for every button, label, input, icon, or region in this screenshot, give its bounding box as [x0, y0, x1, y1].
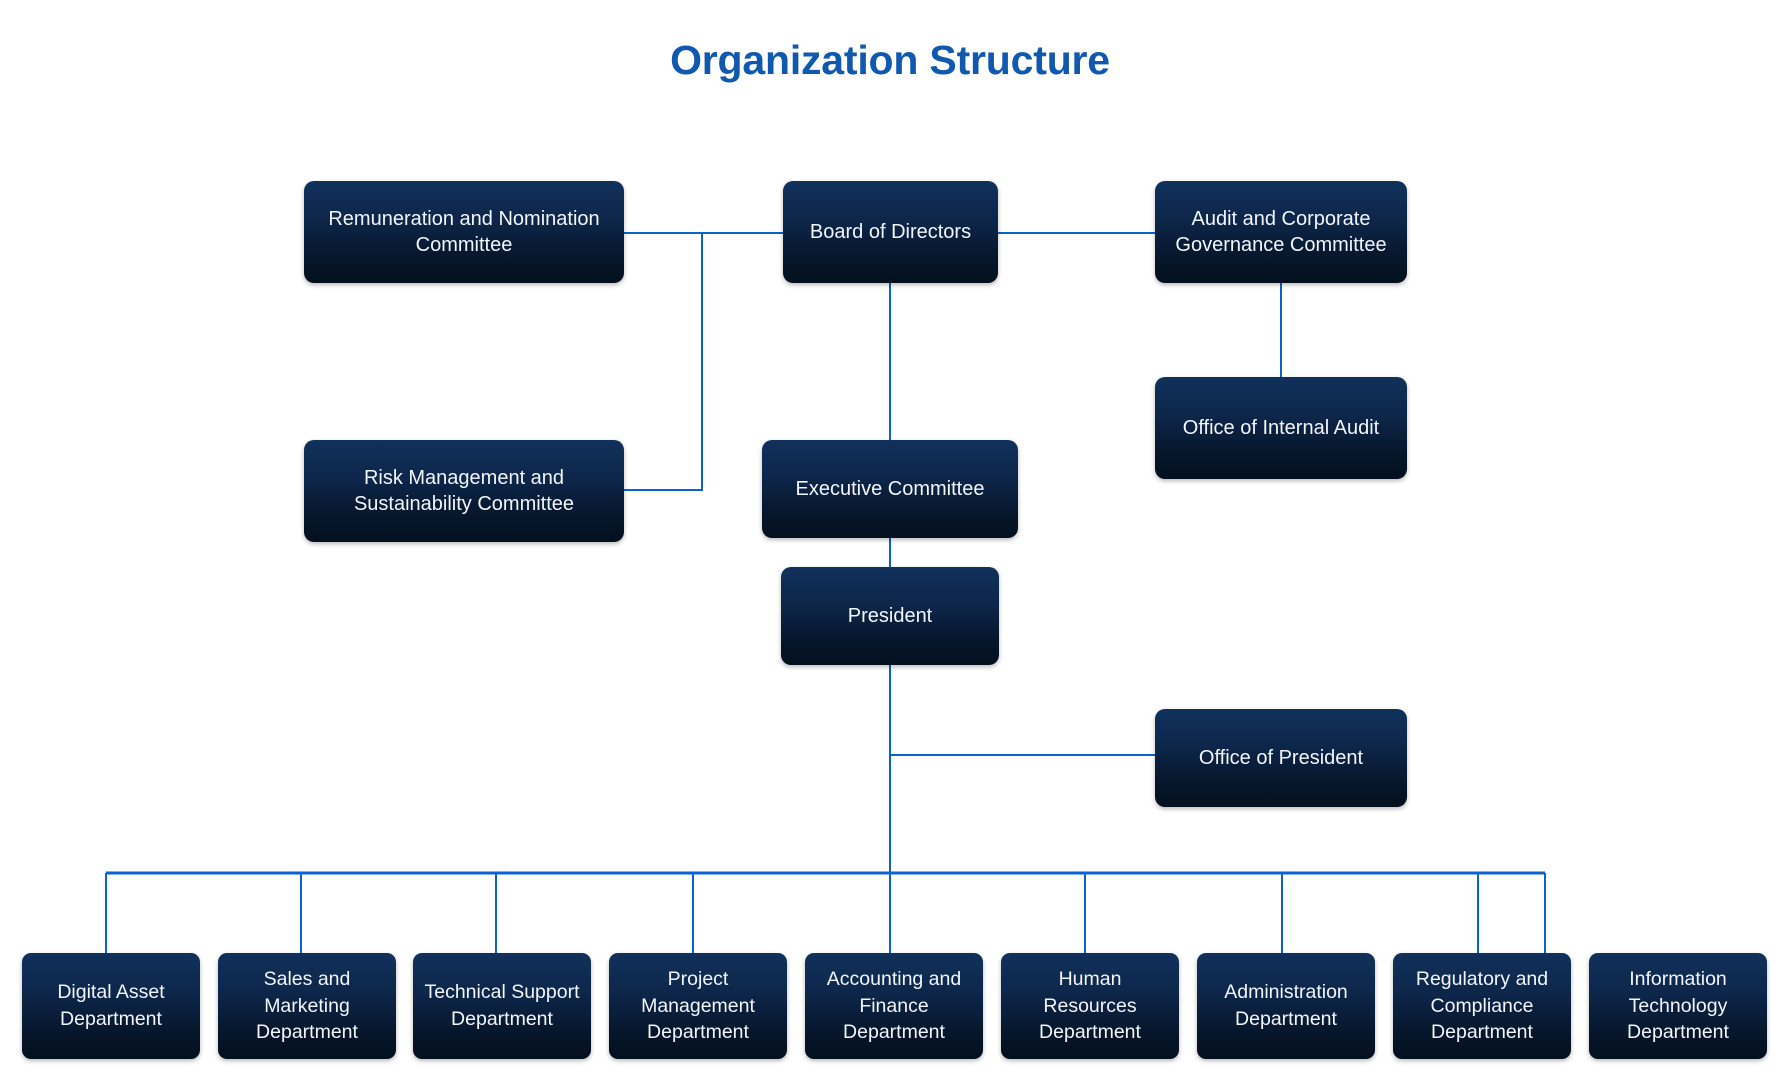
node-label: Administration Department [1224, 981, 1348, 1030]
node-office-internal-audit[interactable]: Office of Internal Audit [1155, 377, 1407, 479]
node-audit-committee[interactable]: Audit and Corporate Governance Committee [1155, 181, 1407, 283]
node-department-human-resources[interactable]: Human Resources Department [1001, 953, 1179, 1059]
node-department-sales-marketing[interactable]: Sales and Marketing Department [218, 953, 396, 1059]
node-department-regulatory-compliance[interactable]: Regulatory and Compliance Department [1393, 953, 1571, 1059]
node-label: Regulatory and Compliance Department [1415, 967, 1549, 1044]
node-label: Technical Support Department [424, 981, 580, 1030]
node-executive-committee[interactable]: Executive Committee [762, 440, 1018, 538]
node-department-information-technology[interactable]: Information Technology Department [1589, 953, 1767, 1059]
node-board-of-directors[interactable]: Board of Directors [783, 181, 998, 283]
node-label: Digital Asset Department [57, 981, 165, 1030]
node-department-accounting-finance[interactable]: Accounting and Finance Department [805, 953, 983, 1059]
node-label: Project Management Department [641, 967, 755, 1044]
node-label: Accounting and Finance Department [826, 967, 962, 1044]
node-label: Board of Directors [809, 220, 972, 243]
node-label: Human Resources Department [1039, 967, 1141, 1044]
node-department-digital-asset[interactable]: Digital Asset Department [22, 953, 200, 1059]
node-department-project-management[interactable]: Project Management Department [609, 953, 787, 1059]
node-label: Remuneration and Nomination Committee [328, 207, 600, 256]
node-label: Office of President [1198, 746, 1364, 769]
node-department-administration[interactable]: Administration Department [1197, 953, 1375, 1059]
node-label: President [847, 604, 933, 627]
node-label: Executive Committee [795, 477, 985, 500]
node-label: Audit and Corporate Governance Committee [1175, 207, 1387, 256]
node-label: Risk Management and Sustainability Commi… [353, 466, 575, 515]
node-label: Office of Internal Audit [1182, 416, 1380, 439]
node-risk-committee[interactable]: Risk Management and Sustainability Commi… [304, 440, 624, 542]
node-president[interactable]: President [781, 567, 999, 665]
page-title: Organization Structure [670, 37, 1110, 83]
node-remuneration-committee[interactable]: Remuneration and Nomination Committee [304, 181, 624, 283]
node-label: Sales and Marketing Department [256, 967, 358, 1044]
node-office-of-president[interactable]: Office of President [1155, 709, 1407, 807]
node-label: Information Technology Department [1627, 967, 1729, 1044]
node-department-technical-support[interactable]: Technical Support Department [413, 953, 591, 1059]
